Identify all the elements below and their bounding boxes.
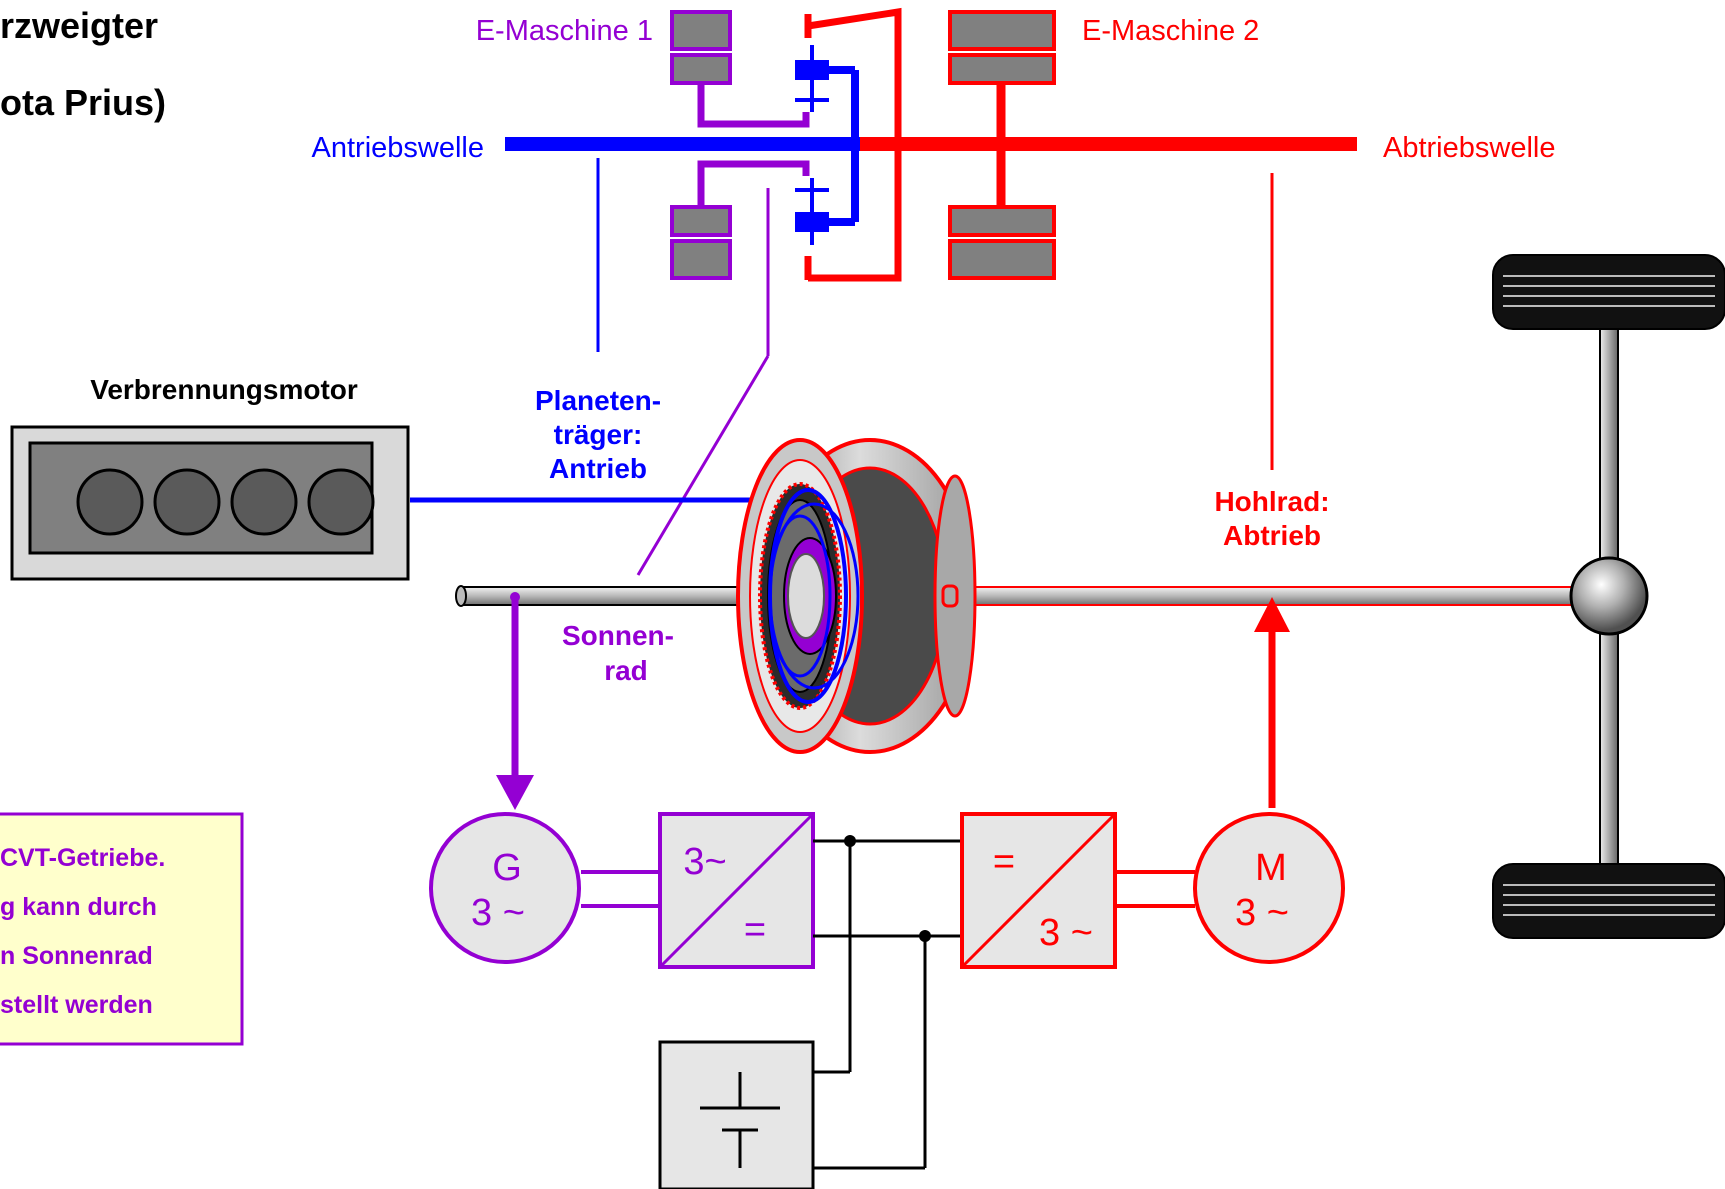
planetary-gear (738, 440, 975, 752)
antriebswelle-label: Antriebswelle (312, 132, 484, 164)
verbrennungsmotor-block (12, 427, 408, 579)
rear-axle (1571, 320, 1647, 870)
antriebswelle-schematic (505, 45, 860, 352)
hohlrad-label-1: Hohlrad: (1214, 486, 1329, 517)
generator-phase: 3 ~ (471, 892, 525, 934)
hohlrad-label-2: Abtrieb (1223, 520, 1321, 551)
e-maschine-2-schematic (808, 12, 1357, 470)
generator-label: G (492, 847, 522, 889)
inverter-left-ac: 3~ (683, 841, 726, 883)
planetentraeger-label-2: träger: (554, 419, 643, 450)
verbrennungsmotor-label: Verbrennungsmotor (90, 374, 358, 405)
e-maschine-1-label: E-Maschine 1 (476, 15, 653, 47)
abtrieb-shaft (960, 587, 1572, 605)
title-line-2: ota Prius) (0, 82, 166, 123)
note-line-2: g kann durch (0, 893, 157, 921)
abtriebswelle-label: Abtriebswelle (1383, 132, 1555, 164)
wheel-bottom (1493, 864, 1725, 938)
motor-label: M (1255, 847, 1287, 889)
inverter-left-dc: = (744, 909, 766, 951)
sonnenrad-arrow-origin (510, 592, 520, 602)
note-line-4: stellt werden (0, 991, 153, 1019)
note-line-1: CVT-Getriebe. (0, 844, 165, 872)
sonnenrad-label-2: rad (604, 655, 648, 686)
wheel-top (1493, 255, 1725, 329)
inverter-right-ac: 3 ~ (1039, 912, 1093, 954)
e-maschine-2-label: E-Maschine 2 (1082, 15, 1259, 47)
note-line-3: n Sonnenrad (0, 942, 153, 970)
sonnenrad-arrowhead (496, 775, 534, 810)
planetentraeger-label-3: Antrieb (549, 453, 647, 484)
planetentraeger-label-1: Planeten- (535, 385, 661, 416)
sonnenrad-label-1: Sonnen- (562, 620, 674, 651)
motor-phase: 3 ~ (1235, 892, 1289, 934)
battery-symbol (660, 1042, 813, 1189)
inverter-right-dc: = (993, 841, 1015, 883)
title-line-1: rzweigter (0, 5, 158, 46)
inverter-left (660, 814, 813, 967)
